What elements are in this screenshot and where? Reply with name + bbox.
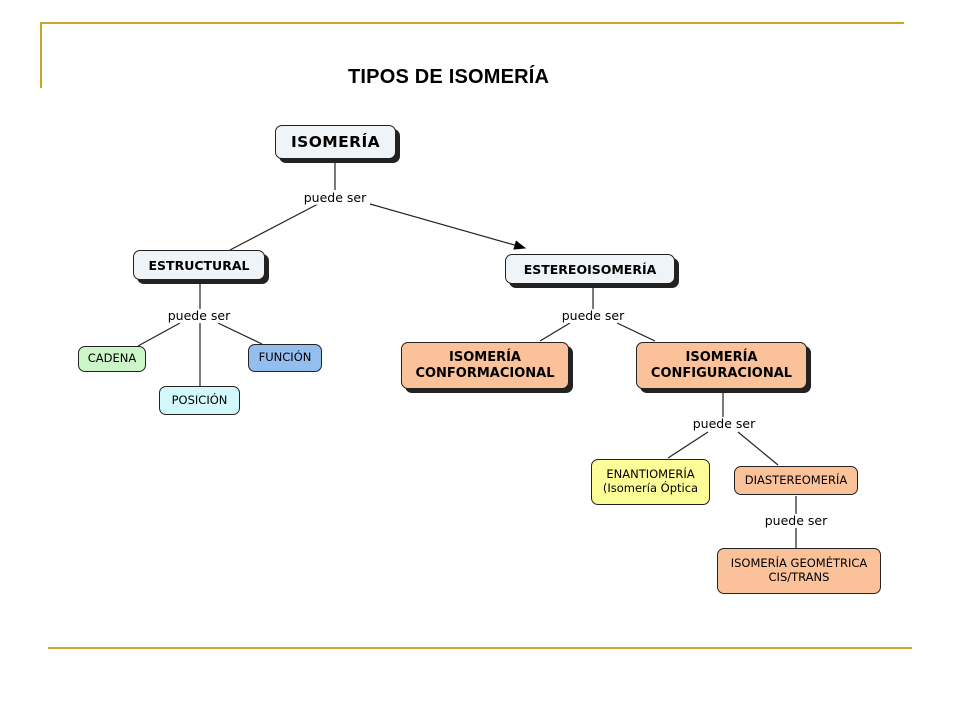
link-label-configuracional: [616, 322, 656, 342]
node-conformacional: ISOMERÍA CONFORMACIONAL: [401, 342, 569, 389]
node-estereoisomeria-label: ESTEREOISOMERÍA: [523, 261, 657, 277]
node-configuracional-line2: CONFIGURACIONAL: [650, 365, 793, 381]
link-label-diastereomeria: puede ser: [761, 514, 831, 528]
link-label-funcion: [217, 322, 263, 345]
node-cadena: CADENA: [78, 346, 146, 372]
bottom-rule: [48, 647, 912, 649]
node-configuracional-line1: ISOMERÍA: [685, 349, 758, 365]
link-label-estructural: [229, 203, 319, 251]
node-geometrica-line2: CIS/TRANS: [768, 570, 830, 584]
link-label-estereo: [369, 203, 527, 250]
link-label-cadena: [137, 322, 181, 347]
link-label-diastereomeria: [737, 431, 779, 466]
node-conformacional-line1: ISOMERÍA: [449, 349, 521, 365]
node-cadena-label: CADENA: [87, 351, 137, 366]
node-funcion: FUNCIÓN: [248, 344, 322, 372]
top-left-rule: [40, 22, 42, 88]
link-label-isomeria: puede ser: [300, 191, 370, 205]
node-enantiomeria: ENANTIOMERÍA (Isomería Óptica: [591, 459, 710, 505]
node-funcion-label: FUNCIÓN: [258, 350, 312, 365]
link-label-estereoisomeria: puede ser: [558, 309, 628, 323]
node-isomeria: ISOMERÍA: [275, 125, 396, 159]
slide-title: TIPOS DE ISOMERÍA: [348, 66, 550, 88]
node-enantiomeria-line2: (Isomería Óptica: [602, 481, 699, 495]
node-estereoisomeria: ESTEREOISOMERÍA: [505, 254, 675, 284]
top-rule: [40, 22, 904, 24]
node-posicion-label: POSICIÓN: [171, 392, 228, 407]
node-configuracional: ISOMERÍA CONFIGURACIONAL: [636, 342, 807, 389]
node-diastereomeria: DIASTEREOMERÍA: [734, 466, 858, 495]
node-isomeria-geometrica: ISOMERÍA GEOMÉTRICA CIS/TRANS: [717, 548, 881, 594]
node-posicion: POSICIÓN: [159, 386, 240, 415]
node-diastereomeria-label: DIASTEREOMERÍA: [744, 472, 848, 487]
node-estructural: ESTRUCTURAL: [133, 250, 265, 280]
link-label-enantiomeria: [667, 431, 709, 459]
link-label-conformacional: [539, 322, 571, 342]
node-isomeria-label: ISOMERÍA: [290, 132, 381, 151]
node-enantiomeria-line1: ENANTIOMERÍA: [606, 467, 695, 482]
node-conformacional-line2: CONFORMACIONAL: [415, 365, 555, 381]
node-geometrica-line1: ISOMERÍA GEOMÉTRICA: [730, 556, 868, 571]
link-label-estructural: puede ser: [164, 309, 234, 323]
link-label-configuracional: puede ser: [689, 417, 759, 431]
node-estructural-label: ESTRUCTURAL: [148, 257, 250, 273]
